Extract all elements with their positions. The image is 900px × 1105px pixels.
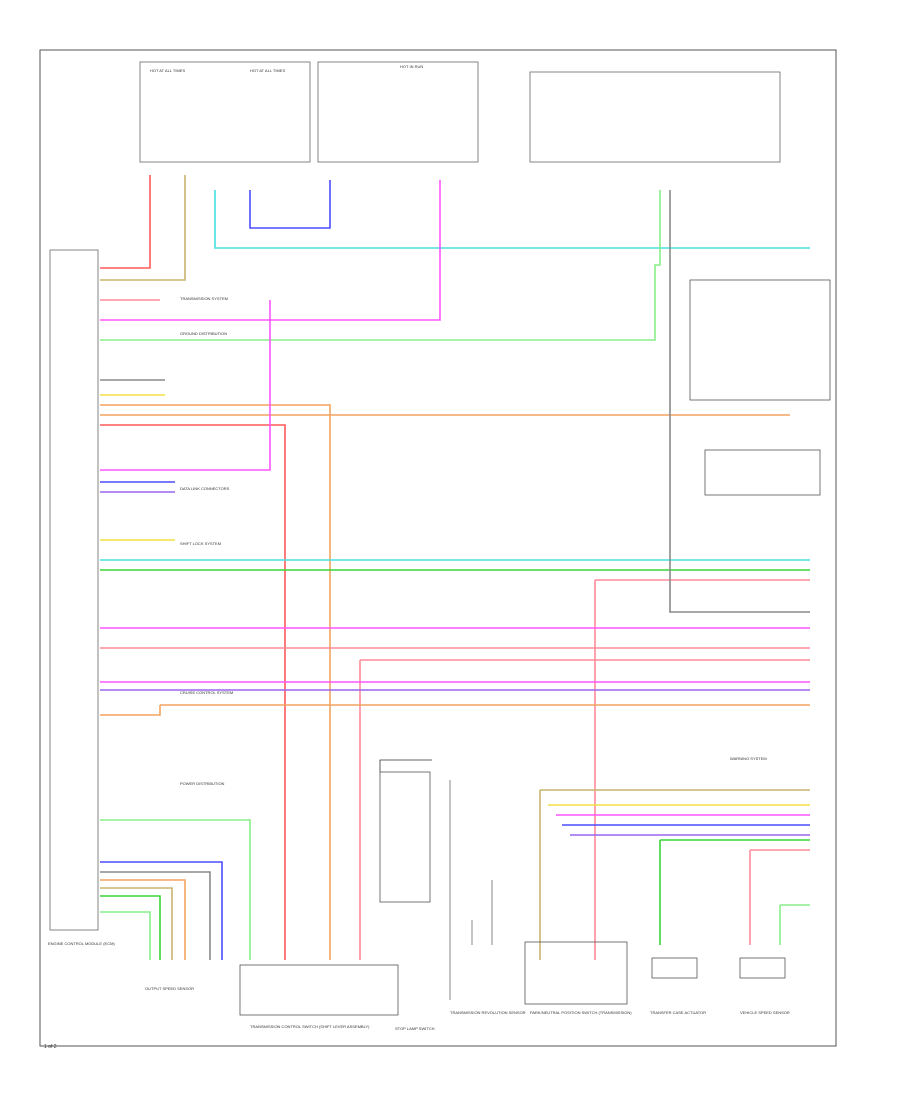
label-transfer-actuator: TRANSFER CASE ACTUATOR — [650, 1010, 706, 1015]
wire-orange — [100, 879, 186, 960]
note-shift-lock: SHIFT LOCK SYSTEM — [180, 541, 221, 546]
fuse-block-group — [139, 61, 781, 163]
note-cruise: CRUISE CONTROL SYSTEM — [180, 690, 233, 695]
diagram-frame — [39, 49, 837, 1047]
label-output-speed: OUTPUT SPEED SENSOR — [145, 986, 194, 991]
bottom-components — [239, 279, 831, 1016]
wire-gray — [669, 190, 810, 613]
wire-magenta — [100, 180, 441, 321]
note-trans-system: TRANSMISSION SYSTEM — [180, 296, 228, 301]
wire-gray — [100, 871, 211, 960]
trans-control-switch-box — [239, 964, 399, 1016]
note-ground: GROUND DISTRIBUTION — [180, 331, 227, 336]
wire-black — [379, 759, 432, 772]
note-power-dist: POWER DISTRIBUTION — [180, 781, 225, 786]
footer-code: 1 of 2 — [44, 1044, 57, 1050]
wire-group — [100, 175, 810, 1000]
wire-green — [100, 895, 161, 960]
wire-ltgreen — [100, 190, 661, 341]
ecm-connector-box — [49, 249, 99, 931]
stop-lamp-switch-box — [379, 771, 431, 903]
fuse-label-1: HOT AT ALL TIMES — [150, 68, 185, 73]
right-inset-box — [689, 279, 831, 401]
label-trans-control-switch: TRANSMISSION CONTROL SWITCH (SHIFT LEVER… — [250, 1024, 370, 1029]
wire-orange — [100, 705, 161, 716]
wire-orange — [100, 404, 331, 960]
label-stop-lamp: STOP LAMP SWITCH — [395, 1026, 435, 1031]
wire-red — [100, 424, 286, 960]
fuse-block-2 — [317, 61, 479, 163]
wire-cyan — [214, 190, 810, 249]
transfer-actuator-box-1 — [651, 957, 698, 979]
ecm-label: ENGINE CONTROL MODULE (ECM) — [48, 941, 115, 946]
fuse-label-3: HOT IN RUN — [400, 64, 423, 69]
wire-ltgreen — [100, 911, 151, 960]
label-vss: VEHICLE SPEED SENSOR — [740, 1010, 790, 1015]
label-trans-rev-sensor: TRANSMISSION REVOLUTION SENSOR — [450, 1010, 526, 1015]
wire-magenta — [100, 300, 271, 471]
park-neutral-switch-box — [524, 941, 628, 1005]
wire-tan — [100, 887, 173, 960]
wire-red — [100, 175, 151, 269]
wire-blue — [249, 180, 331, 229]
note-warning: WARNING SYSTEM — [730, 756, 767, 761]
wire-tan — [100, 175, 186, 281]
fuse-block-1 — [139, 61, 311, 163]
note-data-link: DATA LINK CONNECTORS — [180, 486, 230, 491]
label-park-neutral: PARK/NEUTRAL POSITION SWITCH (TRANSMISSI… — [530, 1010, 632, 1015]
transfer-actuator-box-2 — [739, 957, 786, 979]
wire-ltgreen — [100, 819, 251, 960]
right-inset-box-2 — [704, 449, 821, 496]
wire-blue — [100, 861, 223, 960]
fuse-block-3 — [529, 71, 781, 163]
fuse-label-2: HOT AT ALL TIMES — [250, 68, 285, 73]
